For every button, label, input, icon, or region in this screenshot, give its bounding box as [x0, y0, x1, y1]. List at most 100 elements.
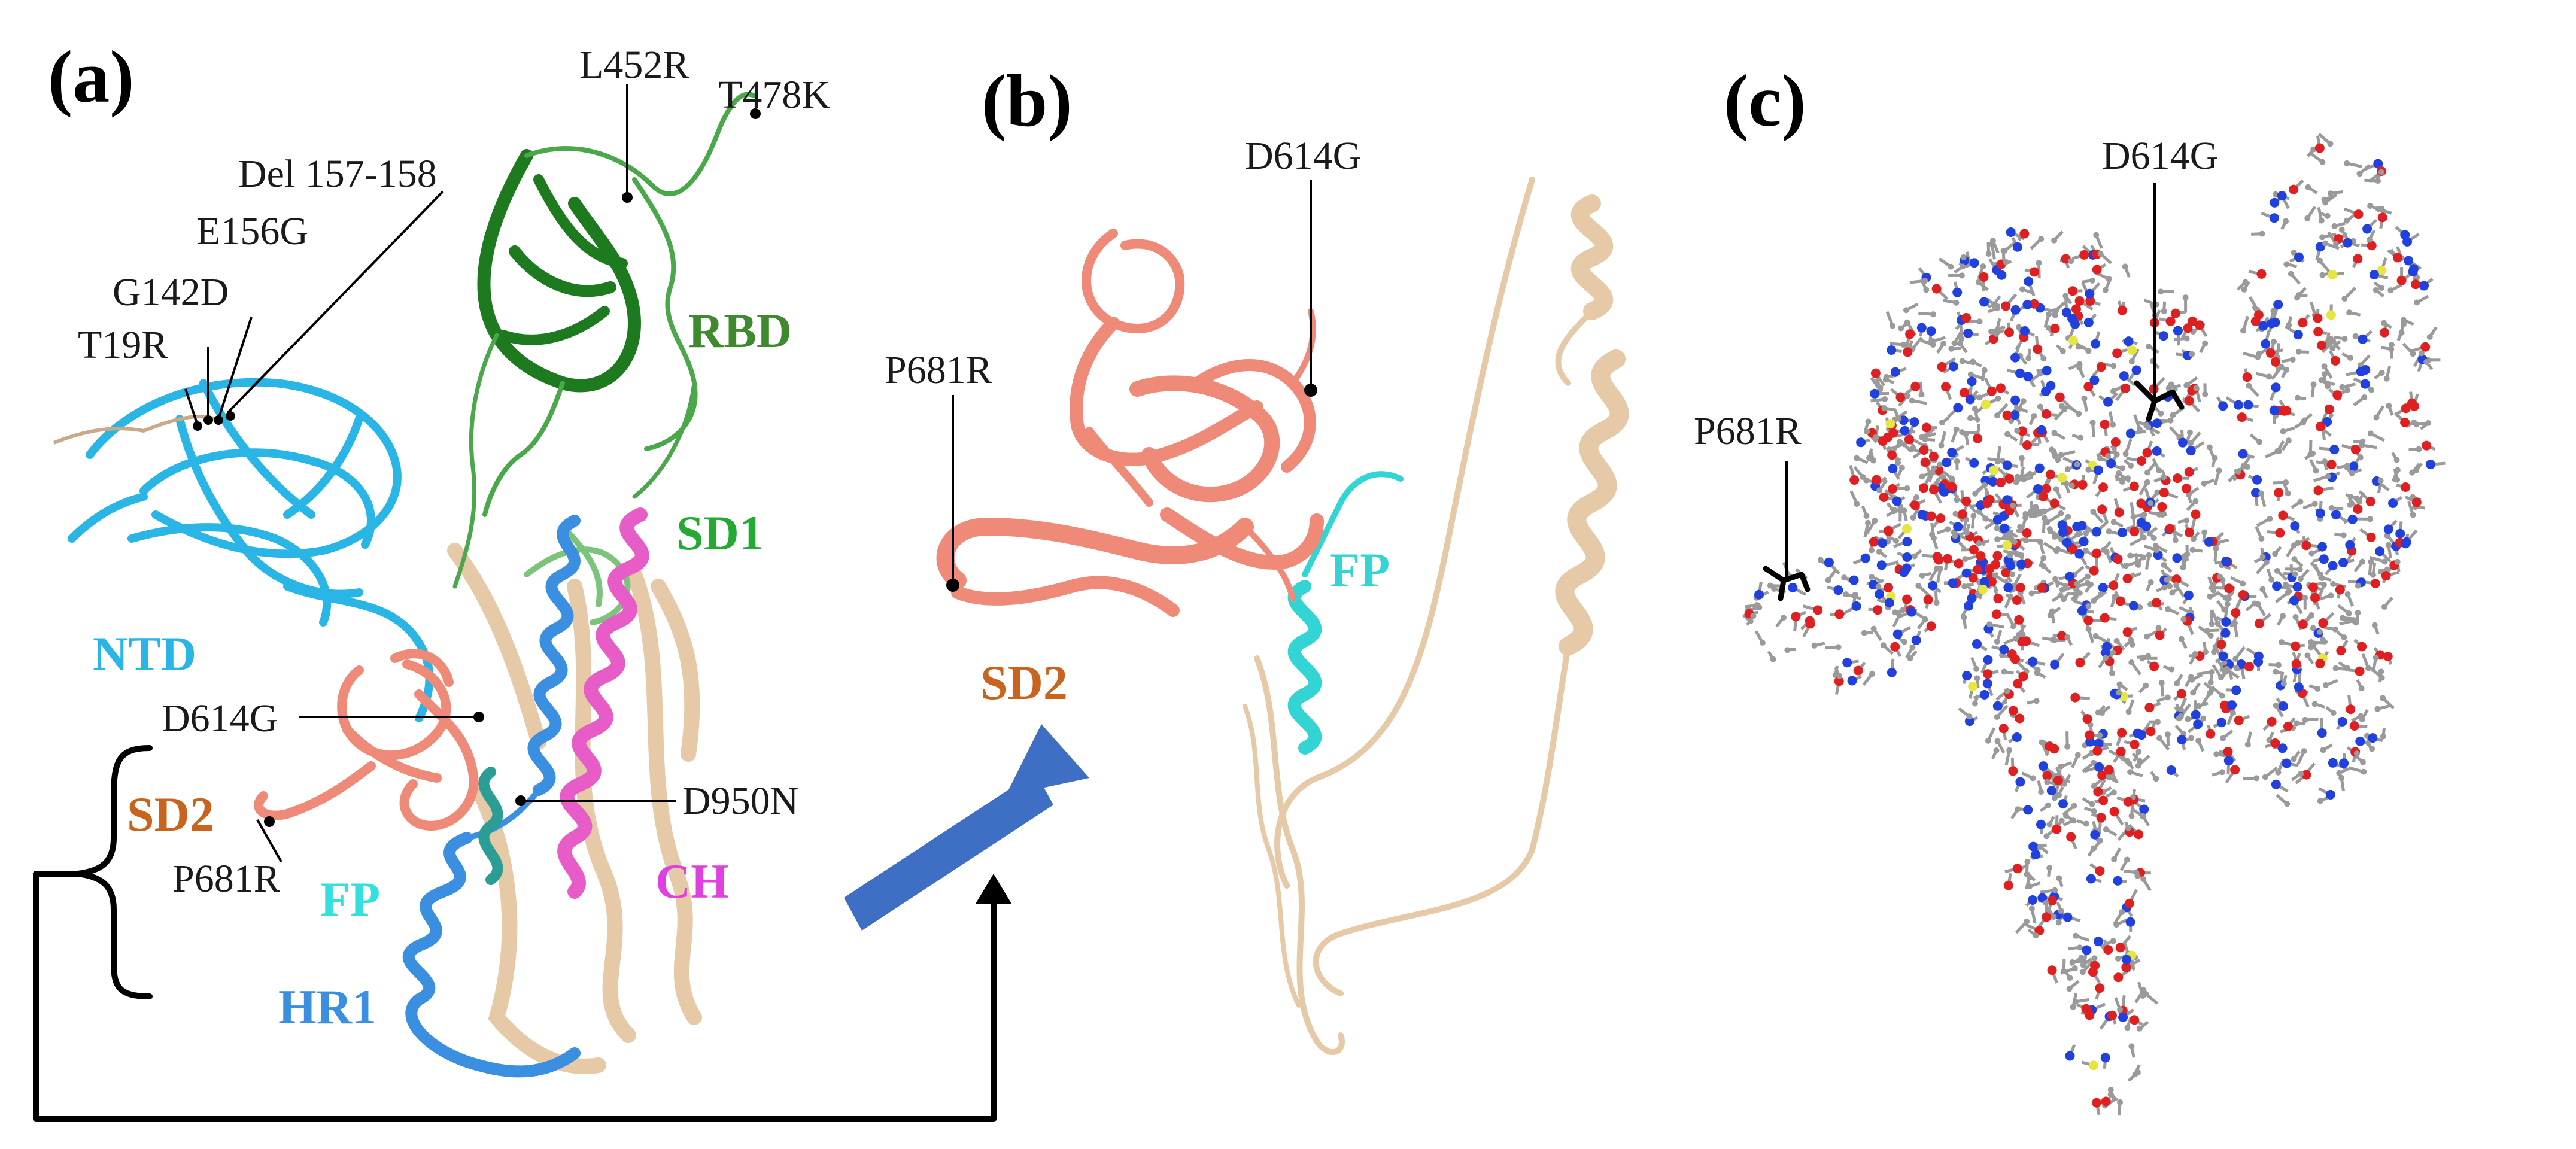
atom: [2378, 674, 2385, 681]
atom: [2168, 381, 2174, 388]
atom: [1961, 313, 1972, 323]
atom: [2174, 680, 2180, 686]
atom: [2097, 770, 2107, 780]
atom: [2207, 633, 2214, 639]
atom: [2425, 420, 2432, 426]
atom: [1878, 538, 1888, 548]
atom: [1985, 251, 1992, 257]
atom: [2158, 331, 2168, 341]
atom: [2033, 484, 2043, 494]
atom: [2027, 470, 2033, 477]
atom: [2000, 523, 2010, 533]
atom: [2378, 284, 2384, 291]
atom: [2269, 405, 2279, 415]
atom: [2133, 728, 2143, 738]
atom: [2270, 738, 2280, 748]
atom: [2002, 540, 2012, 550]
atom: [2356, 498, 2362, 505]
atom: [2240, 580, 2246, 587]
atom: [2135, 749, 2142, 755]
atom: [2041, 515, 2048, 521]
atom: [2014, 427, 2021, 434]
atom: [2125, 428, 2135, 439]
atom: [2202, 391, 2209, 397]
atom: [1861, 630, 1867, 636]
atom: [2278, 510, 2288, 521]
atom: [1921, 422, 1931, 433]
atom: [2308, 582, 2318, 592]
atom: [1973, 665, 1980, 672]
atom: [2033, 344, 2043, 354]
atom: [2422, 440, 2432, 451]
atom: [2343, 238, 2353, 248]
atom: [1953, 299, 1960, 306]
atom: [1897, 439, 1903, 445]
atom: [1907, 655, 1913, 662]
atom: [2375, 546, 2385, 557]
a-label-d614g: D614G: [162, 697, 278, 740]
atom: [2091, 783, 2097, 789]
a-g142d-dot: [203, 415, 213, 425]
atom: [2128, 659, 2135, 666]
atom: [2361, 394, 2368, 400]
atom: [1993, 594, 2003, 604]
atom: [1922, 436, 1928, 443]
atom: [2238, 449, 2248, 459]
atom: [1876, 548, 1882, 555]
atom: [2244, 741, 2251, 748]
atom: [2321, 371, 2328, 378]
atom: [2261, 339, 2271, 349]
atom: [1878, 436, 1888, 446]
atom: [2146, 343, 2152, 349]
atom: [1994, 714, 2000, 721]
atom: [2053, 775, 2063, 785]
atom: [2224, 583, 2234, 594]
atom: [2369, 269, 2379, 279]
atom: [1847, 676, 1857, 686]
atom: [2067, 975, 2073, 981]
atom: [1994, 525, 2000, 531]
atom: [2089, 420, 2096, 426]
a-label-e156g: E156G: [196, 209, 308, 253]
atom: [2353, 254, 2363, 264]
atom: [2111, 594, 2118, 600]
atom: [2156, 467, 2162, 474]
atom: [1909, 446, 1915, 452]
atom: [2188, 735, 2195, 741]
atom: [2079, 969, 2086, 975]
atom: [2270, 197, 2280, 208]
atom: [2229, 709, 2236, 716]
atom: [2128, 1043, 2135, 1050]
atom: [2319, 159, 2326, 165]
a-label-l452r: L452R: [579, 43, 689, 87]
atom: [2220, 628, 2231, 638]
atom: [2269, 213, 2279, 223]
b-label-p681r: P681R: [885, 348, 992, 392]
atom: [2157, 501, 2167, 512]
atom: [2274, 567, 2280, 574]
atom: [2107, 1086, 2114, 1093]
atom: [2118, 1012, 2128, 1022]
atom: [1771, 585, 1778, 592]
atom: [2330, 710, 2337, 716]
atom: [2107, 1092, 2114, 1098]
atom: [1920, 457, 1930, 467]
atom: [2164, 576, 2170, 583]
atom: [2103, 826, 2109, 832]
atom: [2189, 546, 2196, 553]
atom: [1976, 508, 1982, 515]
atom: [1937, 361, 1947, 372]
atom: [2171, 574, 2182, 585]
atom: [2130, 1015, 2140, 1025]
atom: [2180, 616, 2187, 622]
atom: [2098, 482, 2109, 493]
atom: [2126, 760, 2133, 767]
atom: [1992, 701, 2003, 711]
atom: [2110, 421, 2116, 428]
atom: [2046, 311, 2052, 318]
atom: [2104, 453, 2111, 460]
atom: [1864, 519, 1871, 526]
atom: [1805, 619, 1815, 629]
atom: [2028, 905, 2035, 912]
atom: [1869, 574, 1875, 580]
